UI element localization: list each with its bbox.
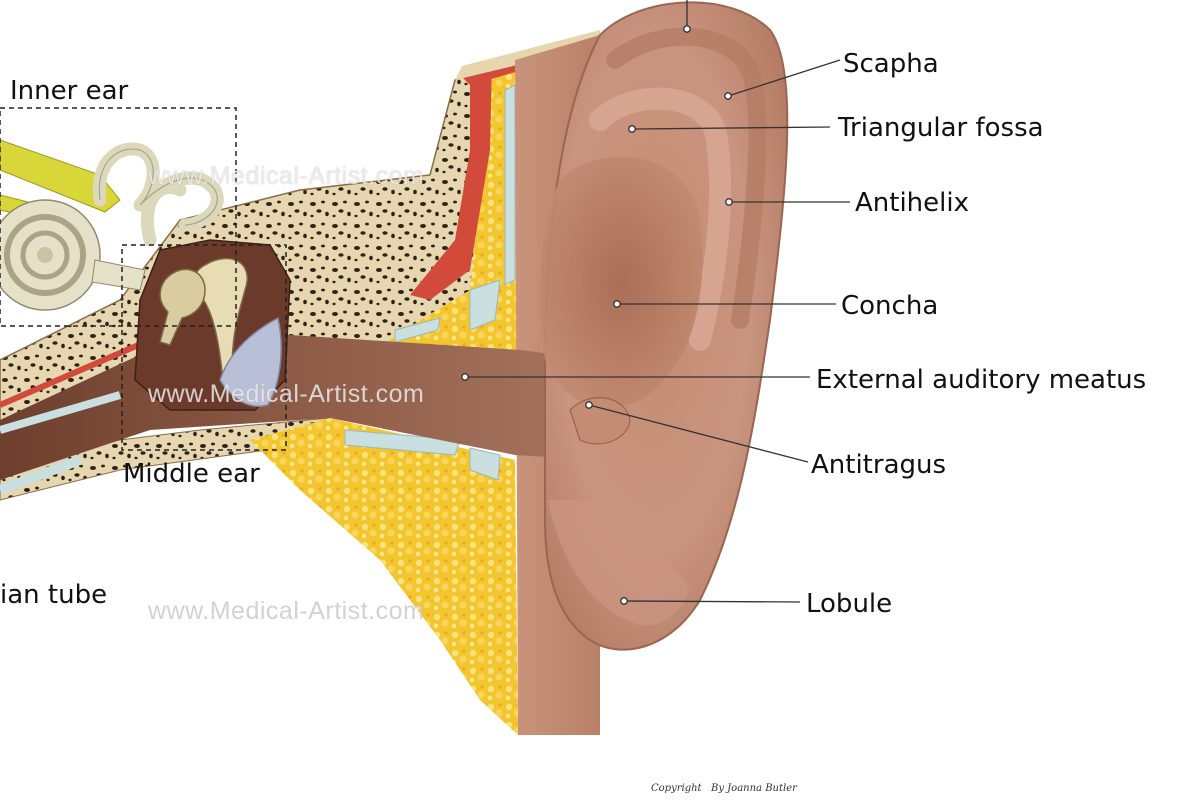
lobule-shape (548, 500, 690, 626)
watermark-bottom: www.Medical-Artist.com (148, 597, 425, 625)
label-antihelix: Antihelix (855, 188, 969, 218)
leader-scapha (727, 59, 841, 97)
inner-ear-structures (0, 139, 224, 311)
credit-copyright: Copyright (651, 783, 702, 794)
leader-antitragus (588, 404, 809, 463)
label-middle-ear: Middle ear (123, 459, 260, 489)
eardrum (219, 316, 282, 407)
dot-antitragus (585, 401, 593, 409)
label-scapha: Scapha (843, 49, 939, 79)
label-antitragus: Antitragus (811, 450, 947, 480)
watermark-top: www.Medical-Artist.com (148, 162, 425, 190)
cartilage-upper (469, 279, 501, 331)
watermark-middle: www.Medical-Artist.com (148, 380, 425, 408)
fat-lower (250, 418, 518, 735)
label-eustachian-tube: ian tube (0, 580, 108, 610)
scapha-groove (606, 27, 767, 329)
label-lobule: Lobule (806, 589, 893, 619)
antihelix-ridge (589, 87, 731, 351)
auditory-nerve (0, 139, 121, 213)
dot-helix (683, 25, 691, 33)
dot-triangular-fossa (628, 125, 636, 133)
antitragus-bump (569, 397, 631, 445)
leader-triangular-fossa (631, 126, 831, 130)
credit-author: By Joanna Butler (711, 783, 797, 794)
leader-lobule (623, 600, 801, 603)
muscle-layer (410, 62, 492, 300)
label-triangular-fossa: Triangular fossa (838, 113, 1044, 143)
label-inner-ear: Inner ear (10, 76, 129, 106)
middle-ear-structures (134, 239, 291, 411)
fat-upper (360, 62, 520, 360)
dot-antihelix (725, 198, 733, 206)
dot-scapha (724, 92, 732, 100)
middle-ear-callout-box (121, 244, 287, 451)
label-concha: Concha (841, 291, 939, 321)
dot-meatus (461, 373, 469, 381)
label-external-auditory-meatus: External auditory meatus (816, 365, 1147, 395)
inner-ear-callout-box (0, 107, 237, 327)
dot-concha (613, 300, 621, 308)
concha-bowl (540, 156, 703, 408)
leader-lines (461, 0, 850, 605)
auricle (540, 1, 789, 651)
dot-lobule (620, 597, 628, 605)
ossicle-incus (159, 268, 206, 346)
